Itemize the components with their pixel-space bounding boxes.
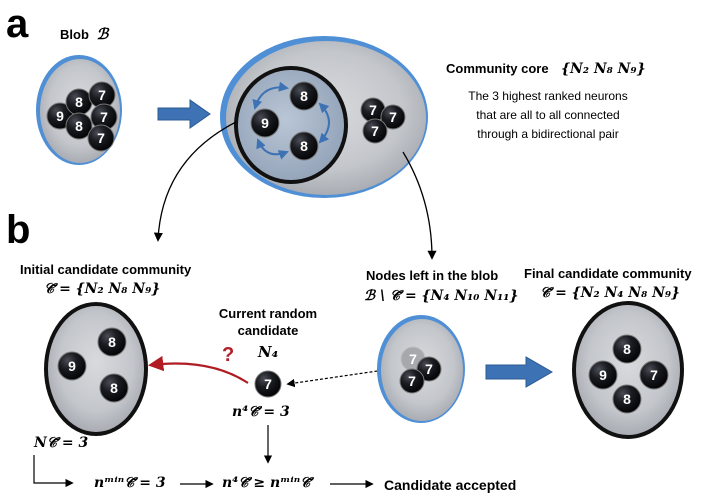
node-label: 8 xyxy=(300,88,308,104)
current-candidate-symbol: N₄ xyxy=(257,343,279,361)
panel-letter-a: a xyxy=(6,2,29,46)
current-candidate-node: 7 xyxy=(254,370,282,398)
node-label: 8 xyxy=(300,138,308,154)
node-label: 7 xyxy=(264,376,272,392)
transition-arrow xyxy=(485,356,554,388)
node-label: 8 xyxy=(75,118,83,134)
description-line: that are all to all connected xyxy=(476,108,620,122)
current-candidate-title-line1: Current random xyxy=(218,306,318,321)
blob-with-core: 9 8 8 7 7 7 xyxy=(220,36,428,198)
bidirectional-arrow xyxy=(252,81,289,110)
node-label: 7 xyxy=(100,109,108,125)
node-label: 7 xyxy=(371,123,379,139)
node-label: 7 xyxy=(369,102,377,118)
node-label: 9 xyxy=(68,358,76,374)
node-label: 8 xyxy=(623,341,631,357)
neuron-7 xyxy=(87,124,115,152)
initial-candidate-title: Initial candidate community xyxy=(20,262,192,277)
acceptance-condition-math: n⁴𝒞̃ ≥ nᵐⁱⁿ𝒞̃ xyxy=(222,475,311,491)
candidate-accepted-label: Candidate accepted xyxy=(384,477,517,493)
min-threshold-math: nᵐⁱⁿ𝒞̃ = 3 xyxy=(94,475,166,491)
final-candidate-math: 𝒞̃ = {N₂ N₄ N₈ N₉} xyxy=(540,285,681,301)
node-label: 9 xyxy=(261,115,269,131)
description-line: The 3 highest ranked neurons xyxy=(468,89,628,103)
current-candidate-title-line2: candidate xyxy=(237,323,299,338)
node-label: 7 xyxy=(98,87,106,103)
bidirectional-arrow xyxy=(318,102,330,144)
neuron-8 xyxy=(65,112,93,140)
blob-a: 9 8 8 7 7 7 xyxy=(36,55,122,165)
join-attempt-arrow xyxy=(147,355,249,384)
community-core-description: The 3 highest ranked neurons that are al… xyxy=(448,87,648,144)
node-label: 8 xyxy=(110,380,118,396)
node-label: 7 xyxy=(409,351,417,367)
node-label: 7 xyxy=(97,130,105,146)
initial-candidate-blob: 8 9 8 xyxy=(44,302,148,436)
description-line: through a bidirectional pair xyxy=(477,127,619,141)
node-label: 9 xyxy=(56,108,64,124)
final-candidate-blob: 8 9 7 8 xyxy=(572,301,684,439)
nodes-left-blob: 7 7 7 xyxy=(377,315,465,423)
panel-letter-b: b xyxy=(6,208,31,252)
community-core-math: {N₂ N₈ N₉} xyxy=(561,61,646,77)
elbow-arrow xyxy=(33,455,74,488)
node-label: 7 xyxy=(408,373,416,389)
community-size-math: N𝒞̃ = 3 xyxy=(34,435,89,451)
node-label: 8 xyxy=(75,94,83,110)
bidirectional-arrow xyxy=(256,138,289,160)
community-core-label: Community core xyxy=(446,61,549,76)
node-label: 7 xyxy=(389,109,397,125)
blob-symbol: ℬ xyxy=(96,25,109,43)
blob-label: Blob ℬ xyxy=(60,25,108,43)
nodes-left-math: ℬ \ 𝒞̃ = {N₄ N₁₀ N₁₁} xyxy=(364,288,519,304)
node-label: 7 xyxy=(425,361,433,377)
node-label: 7 xyxy=(650,367,658,383)
transition-arrow xyxy=(157,99,211,129)
candidate-connection-count: n⁴𝒞̃ = 3 xyxy=(232,404,290,420)
nodes-left-title: Nodes left in the blob xyxy=(366,268,499,283)
blob-label-text: Blob xyxy=(60,27,89,42)
to-nodes-left-arrow xyxy=(402,151,437,260)
node-label: 9 xyxy=(599,367,607,383)
question-mark: ? xyxy=(222,344,235,366)
node-label: 8 xyxy=(623,391,631,407)
initial-candidate-math: 𝒞̃ = {N₂ N₈ N₉} xyxy=(44,281,161,297)
to-initial-candidate-arrow xyxy=(153,121,237,242)
final-candidate-title: Final candidate community xyxy=(524,266,692,281)
node-label: 8 xyxy=(108,334,116,350)
community-core-heading: Community core {N₂ N₈ N₉} xyxy=(446,60,646,78)
